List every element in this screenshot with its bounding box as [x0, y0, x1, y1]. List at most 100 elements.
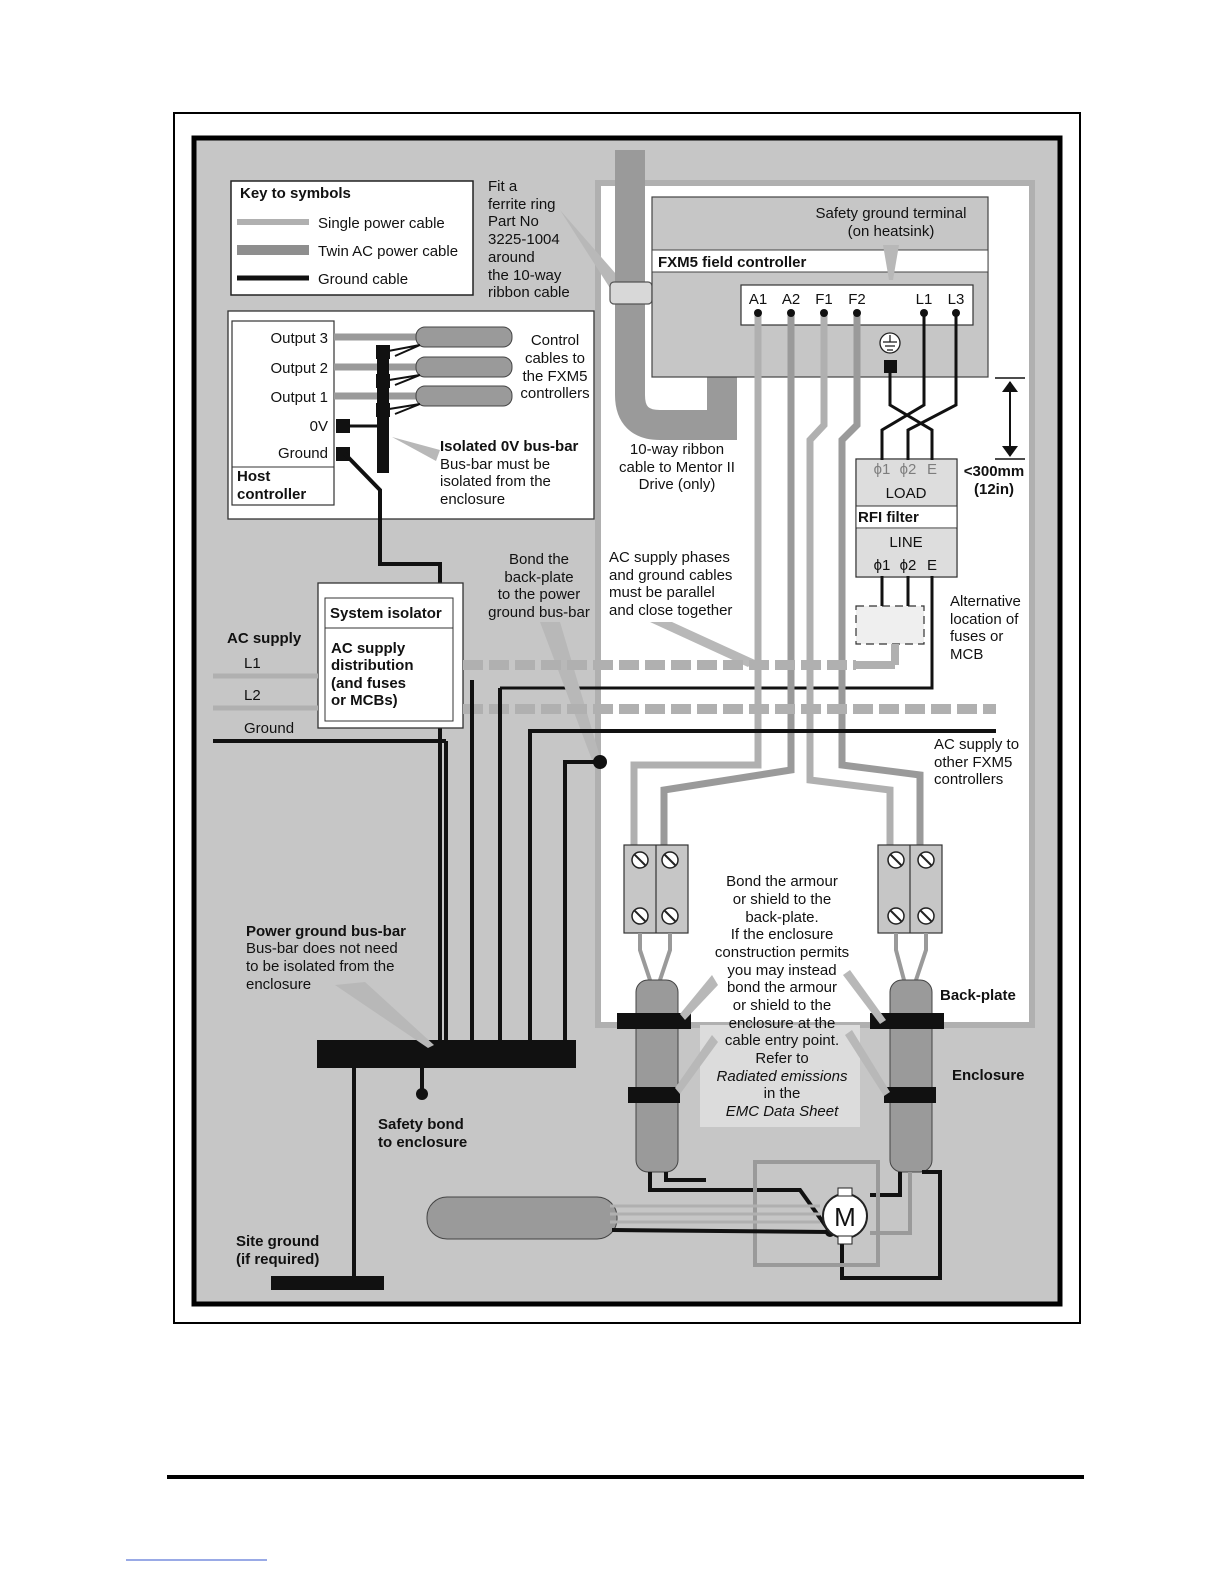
- zero-v-terminal: [336, 419, 350, 433]
- svg-text:location of: location of: [950, 611, 1019, 628]
- svg-text:you may instead: you may instead: [727, 962, 836, 979]
- svg-text:L1: L1: [916, 291, 933, 308]
- safety-bond-note: Safety bond to enclosure: [378, 1116, 467, 1151]
- isolator-dist: AC supply distribution (and fuses or MCB…: [331, 640, 414, 709]
- safety-bond-point: [416, 1088, 428, 1100]
- svg-text:bond the armour: bond the armour: [727, 979, 837, 996]
- ac-l2-label: L2: [244, 687, 261, 704]
- ferrite-note: Fit a ferrite ring Part No 3225-1004 aro…: [488, 178, 570, 301]
- svg-text:EMC Data Sheet: EMC Data Sheet: [726, 1103, 839, 1120]
- armour-note: Bond the armour or shield to the back-pl…: [715, 873, 849, 1120]
- armour-pointer-1: [680, 975, 718, 1020]
- svg-text:around: around: [488, 249, 535, 266]
- terminal-dots: [754, 309, 960, 317]
- ferrite-pointer: [560, 210, 630, 296]
- alt-fuses-box: [855, 605, 925, 645]
- key-twin-label: Twin AC power cable: [318, 243, 458, 260]
- motor-cable-wires: [610, 1204, 831, 1234]
- bond-pointer: [540, 622, 600, 760]
- fxm5-title: FXM5 field controller: [658, 254, 807, 271]
- armature-field-cables: [630, 313, 924, 850]
- svg-text:Site ground: Site ground: [236, 1233, 319, 1250]
- svg-text:Control: Control: [531, 332, 579, 349]
- svg-text:Refer to: Refer to: [755, 1050, 808, 1067]
- svg-text:AC supply phases: AC supply phases: [609, 549, 730, 566]
- busbar-note: Isolated 0V bus-bar Bus-bar must be isol…: [440, 438, 579, 508]
- safety-ground-terminal-label: Safety ground terminal: [816, 205, 967, 222]
- svg-text:Fit a: Fit a: [488, 178, 518, 195]
- distance-label-in: (12in): [974, 481, 1014, 498]
- enclosure-label: Enclosure: [952, 1067, 1025, 1084]
- svg-text:cable entry point.: cable entry point.: [725, 1032, 839, 1049]
- rfi-line-terminals: ϕ1 ϕ2 E: [874, 557, 937, 574]
- control-cables-note: Control cables to the FXM5 controllers: [520, 332, 589, 402]
- svg-text:back-plate.: back-plate.: [745, 909, 818, 926]
- svg-text:A1: A1: [749, 291, 767, 308]
- isolated-0v-busbar: [377, 345, 389, 473]
- distance-label: <300mm: [964, 463, 1024, 480]
- svg-text:ribbon cable: ribbon cable: [488, 284, 570, 301]
- svg-text:F2: F2: [848, 291, 866, 308]
- armour-pointer-3: [675, 1035, 718, 1094]
- shielded-cable-right: [870, 933, 944, 1173]
- svg-text:3225-1004: 3225-1004: [488, 231, 560, 248]
- key-single-label: Single power cable: [318, 215, 445, 232]
- svg-text:Alternative: Alternative: [950, 593, 1021, 610]
- host-title-2: controller: [237, 486, 306, 503]
- backplate-bond-point: [593, 755, 607, 769]
- svg-text:E: E: [927, 557, 937, 574]
- rfi-title: RFI filter: [858, 509, 919, 526]
- svg-text:to the power: to the power: [498, 586, 581, 603]
- armour-pointer-2: [843, 970, 886, 1024]
- svg-text:Drive (only): Drive (only): [639, 476, 716, 493]
- svg-text:Bond the armour: Bond the armour: [726, 873, 838, 890]
- svg-text:to be isolated from the: to be isolated from the: [246, 958, 394, 975]
- svg-text:(and fuses: (and fuses: [331, 675, 406, 692]
- svg-text:Safety bond: Safety bond: [378, 1116, 464, 1133]
- svg-text:other FXM5: other FXM5: [934, 754, 1012, 771]
- ac-distribution-lines: [463, 644, 996, 1043]
- svg-text:or shield to the: or shield to the: [733, 891, 831, 908]
- svg-text:in the: in the: [764, 1085, 801, 1102]
- svg-text:and ground cables: and ground cables: [609, 567, 732, 584]
- bond-backplate-note: Bond the back-plate to the power ground …: [488, 551, 590, 621]
- armour-pointer-4: [845, 1030, 890, 1096]
- svg-text:10-way ribbon: 10-way ribbon: [630, 441, 724, 458]
- svg-text:to enclosure: to enclosure: [378, 1134, 467, 1151]
- svg-text:Power ground bus-bar: Power ground bus-bar: [246, 923, 406, 940]
- site-ground-note: Site ground (if required): [236, 1233, 319, 1268]
- fxm5-title-bar: [651, 249, 989, 273]
- svg-text:Isolated 0V bus-bar: Isolated 0V bus-bar: [440, 438, 579, 455]
- alt-fuses-note: Alternative location of fuses or MCB: [950, 593, 1021, 663]
- key-ground-label: Ground cable: [318, 271, 408, 288]
- svg-text:enclosure at the: enclosure at the: [729, 1015, 836, 1032]
- svg-text:isolated from the: isolated from the: [440, 473, 551, 490]
- svg-text:controllers: controllers: [934, 771, 1003, 788]
- host-title: Host: [237, 468, 270, 485]
- svg-text:must be parallel: must be parallel: [609, 584, 715, 601]
- svg-text:Output 2: Output 2: [270, 360, 328, 377]
- terminal-labels: A1 A2 F1 F2 L1 L3: [749, 291, 965, 308]
- svg-text:fuses or: fuses or: [950, 628, 1003, 645]
- safety-ground-terminal-sub: (on heatsink): [848, 223, 935, 240]
- svg-text:the 10-way: the 10-way: [488, 267, 562, 284]
- svg-text:and close together: and close together: [609, 602, 732, 619]
- ac-ground-label: Ground: [244, 720, 294, 737]
- svg-text:distribution: distribution: [331, 657, 414, 674]
- isolator-title: System isolator: [330, 605, 442, 622]
- site-ground-bar: [271, 1276, 384, 1290]
- svg-text:Bus-bar does not need: Bus-bar does not need: [246, 940, 398, 957]
- busbar-pointer: [392, 437, 440, 461]
- svg-text:Part No: Part No: [488, 213, 539, 230]
- svg-text:A2: A2: [782, 291, 800, 308]
- ribbon-cable: [615, 150, 737, 440]
- svg-text:or MCBs): or MCBs): [331, 692, 398, 709]
- ac-other-note: AC supply to other FXM5 controllers: [934, 736, 1019, 788]
- key-title: Key to symbols: [240, 185, 351, 202]
- phases-pointer: [650, 622, 755, 667]
- svg-text:(if required): (if required): [236, 1251, 319, 1268]
- motor-label: M: [834, 1202, 856, 1232]
- power-ground-pointer: [335, 982, 434, 1048]
- ac-supply-title: AC supply: [227, 630, 302, 647]
- svg-text:ϕ2: ϕ2: [900, 557, 917, 574]
